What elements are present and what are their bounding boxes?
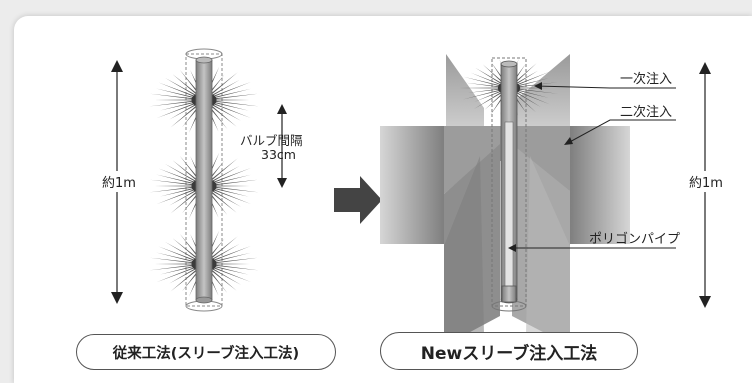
valve-interval-label: バルブ間隔 (240, 133, 303, 148)
valve-interval-arrow (277, 104, 287, 188)
transition-arrow (334, 176, 382, 224)
new-method-caption: Newスリーブ注入工法 (380, 332, 638, 370)
secondary-injection-label: 二次注入 (620, 105, 673, 120)
new-method-caption-text: Newスリーブ注入工法 (420, 343, 598, 364)
primary-injection-label: 一次注入 (620, 72, 673, 87)
polygon-pipe (500, 60, 518, 304)
conventional-method-caption-text: 従来工法(スリーブ注入工法) (112, 345, 300, 362)
conventional-method-caption: 従来工法(スリーブ注入工法) (76, 334, 336, 370)
left-height-label: 約1m (100, 171, 138, 192)
left-pipe (195, 56, 213, 304)
valve-interval-value: 33cm (261, 147, 296, 162)
diagram-card: 約1m バルブ間隔 33cm 一次注入 二次注入 ポリゴンパイプ 約1m 従来工… (14, 16, 752, 383)
label-leader-lines (508, 82, 676, 252)
right-height-label: 約1m (687, 171, 725, 192)
comparison-diagram (111, 48, 711, 356)
polygon-pipe-label: ポリゴンパイプ (589, 232, 681, 247)
